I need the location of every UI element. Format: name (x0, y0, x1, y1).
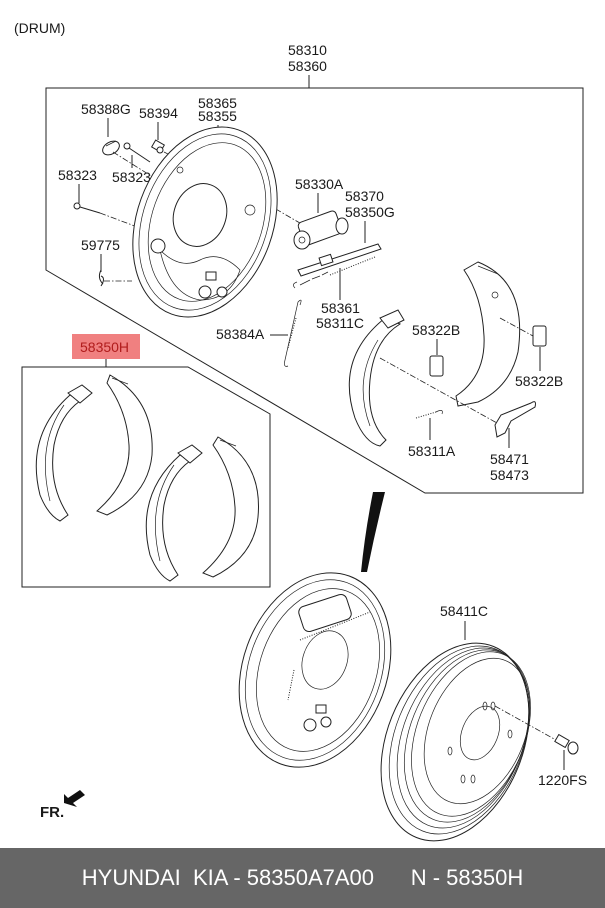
label-58323-right[interactable]: 58323 (112, 169, 151, 185)
footer-oem-number: HYUNDAI KIA - 58350A7A00 (81, 865, 375, 890)
dash-line (99, 212, 141, 229)
part-number-footer: HYUNDAI KIA - 58350A7A00 N - 58350H (0, 848, 605, 908)
label-58350H[interactable]: 58350H (80, 339, 129, 355)
adjuster-part (297, 243, 382, 277)
label-59775[interactable]: 59775 (81, 237, 120, 253)
return-spring-part (284, 299, 302, 367)
lower-spring-hook (435, 410, 443, 415)
dash-line (494, 705, 557, 741)
label-58411C[interactable]: 58411C (440, 603, 488, 619)
label-58473[interactable]: 58473 (490, 467, 529, 483)
label-58360[interactable]: 58360 (288, 58, 327, 74)
label-58388G[interactable]: 58388G (81, 101, 131, 117)
front-arrow-icon (64, 790, 85, 807)
wheel-cylinder-part (293, 210, 349, 250)
clip-part (98, 269, 104, 287)
drum-part (380, 642, 531, 842)
label-58471[interactable]: 58471 (490, 451, 529, 467)
footer-spacer (374, 865, 411, 891)
dash-line (379, 357, 498, 424)
pin-part (73, 142, 151, 214)
plug-part (102, 140, 120, 156)
shoe-set-part (35, 374, 259, 582)
assembled-brake-part (238, 572, 392, 768)
retainer-part (429, 355, 444, 377)
label-58370[interactable]: 58370 (345, 188, 384, 204)
label-58311C[interactable]: 58311C (316, 315, 364, 331)
label-58322B-left[interactable]: 58322B (412, 322, 460, 338)
label-58394[interactable]: 58394 (139, 105, 178, 121)
bleeder-part (150, 139, 166, 154)
backing-plate-part (132, 126, 278, 318)
shoe-set-box (21, 366, 271, 588)
brake-parts-diagram: (DRUM) 58310 58360 58388G 58394 58365 58… (14, 20, 587, 842)
brake-shoe-part (455, 261, 521, 407)
label-58365[interactable]: 58365 (198, 95, 237, 111)
label-1220FS[interactable]: 1220FS (538, 772, 587, 788)
label-58361[interactable]: 58361 (321, 300, 360, 316)
label-58311A[interactable]: 58311A (408, 443, 456, 459)
main-assembly-box (45, 87, 584, 494)
lever-part (494, 401, 536, 438)
screw-part (554, 733, 579, 755)
label-58384A[interactable]: 58384A (216, 326, 265, 342)
footer-alt-number: N - 58350H (410, 865, 524, 890)
lower-spring-part (415, 411, 437, 419)
label-58323-left[interactable]: 58323 (58, 167, 97, 183)
dash-line (499, 317, 534, 337)
upper-spring-part (293, 256, 376, 289)
label-58350G[interactable]: 58350G (345, 204, 395, 220)
highlight-box-58350H (72, 334, 140, 359)
assembly-arrow-icon (361, 492, 385, 572)
brake-shoe-part (348, 309, 405, 447)
label-58310[interactable]: 58310 (288, 42, 327, 58)
front-indicator-label: FR. (40, 804, 64, 821)
label-58355[interactable]: 58355 (198, 108, 237, 124)
section-title: (DRUM) (14, 20, 65, 36)
label-58322B-right[interactable]: 58322B (515, 373, 563, 389)
label-58330A[interactable]: 58330A (295, 176, 344, 192)
retainer-part (532, 325, 547, 347)
